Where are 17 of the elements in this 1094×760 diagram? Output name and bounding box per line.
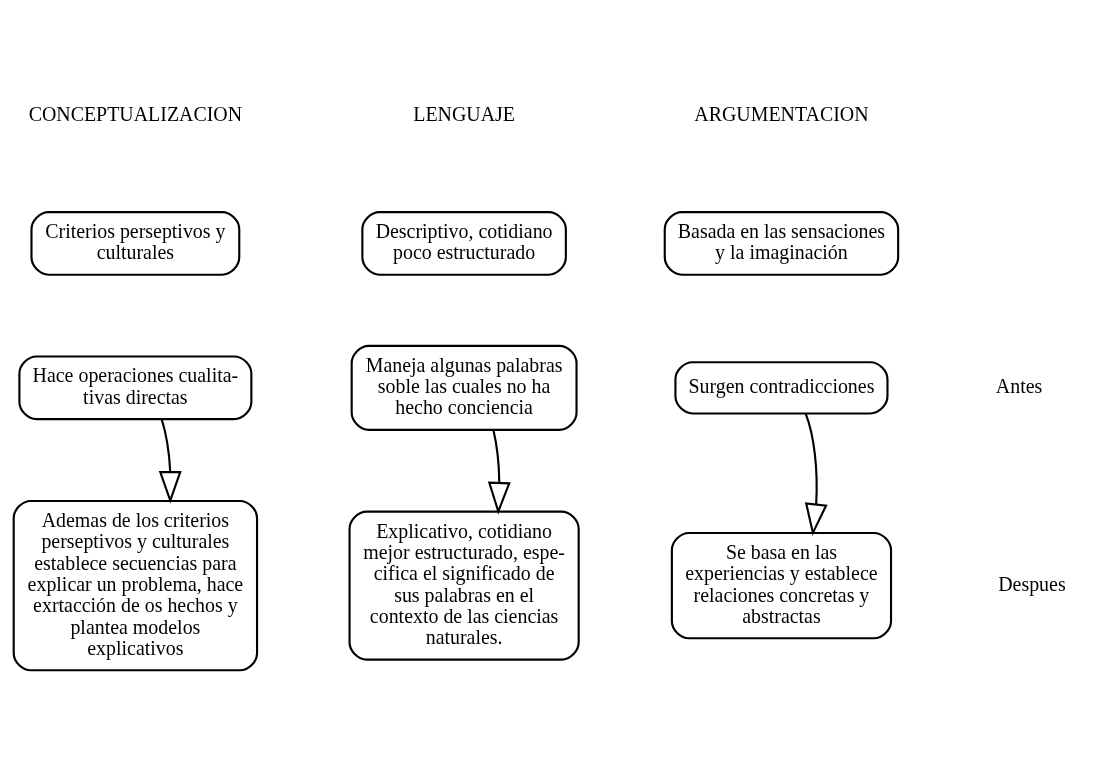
node-box: Basada en las sensaciones y la imaginación [663,211,900,276]
arrow [158,418,182,504]
label: Antes [995,375,1043,398]
node-box: Hace operaciones cualita-tivas directas [18,355,253,421]
label: CONCEPTUALIZACION [28,102,243,125]
node-box: Descriptivo, cotidiano poco estructurado [361,211,567,276]
node-box: Ademas de los criterios perseptivos y culturales establece secuencias para explicar un problema, hace exrtacción de os hechos y plantea modelos explicativos [12,499,259,672]
label: Despues [998,572,1066,595]
node-box: Surgen contradicciones [674,361,889,415]
node-box: Criterios perseptivos y culturales [30,211,241,276]
node-box: Maneja algunas palabras soble las cuales no ha hecho conciencia [350,344,578,431]
arrow [804,413,828,537]
node-box: Se basa en las experiencias y establece relaciones concretas y abstractas [670,531,893,640]
label: LENGUAJE [413,102,515,125]
node-box: Explicativo, cotidiano mejor estructurado, espe-cifica el significado de sus palabras en el contexto de las ciencias naturales. [348,510,580,661]
label: ARGUMENTACION [694,102,869,125]
arrow [487,429,511,515]
